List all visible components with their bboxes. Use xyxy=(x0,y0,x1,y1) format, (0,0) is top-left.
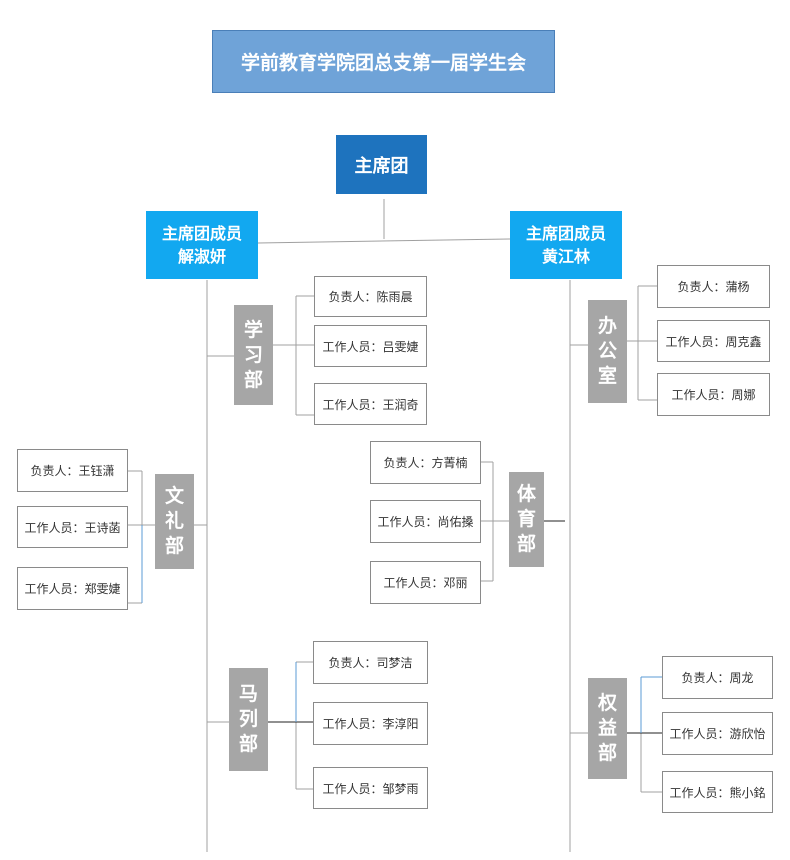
dept-char: 部 xyxy=(243,368,263,391)
dept-char: 马 xyxy=(238,683,258,705)
dept-char: 部 xyxy=(516,533,536,555)
person-box: 工作人员：邓丽 xyxy=(370,561,481,604)
person-box: 工作人员：周娜 xyxy=(657,373,770,416)
dept-char: 室 xyxy=(597,365,617,387)
person-box: 负责人：蒲杨 xyxy=(657,265,770,308)
person-box: 负责人：周龙 xyxy=(662,656,773,699)
person-box: 工作人员：熊小銘 xyxy=(662,771,773,813)
dept-study: 学 习 部 xyxy=(234,305,273,405)
person-box: 工作人员：尚佑搡 xyxy=(370,500,481,543)
person-box: 工作人员：李淳阳 xyxy=(313,702,428,745)
dept-char: 办 xyxy=(597,315,617,337)
member-box-left: 主席团成员 解淑妍 xyxy=(146,211,258,279)
dept-char: 部 xyxy=(238,733,258,755)
person-box: 工作人员：吕雯婕 xyxy=(314,325,427,367)
person-box: 工作人员：邹梦雨 xyxy=(313,767,428,809)
person-box: 工作人员：王润奇 xyxy=(314,383,427,425)
member-name: 解淑妍 xyxy=(177,247,226,266)
person-box: 负责人：方菁楠 xyxy=(370,441,481,484)
person-box: 工作人员：周克鑫 xyxy=(657,320,770,362)
member-name: 黄江林 xyxy=(541,247,590,266)
dept-char: 文 xyxy=(164,485,184,507)
dept-office: 办 公 室 xyxy=(588,300,627,403)
dept-char: 列 xyxy=(238,708,258,730)
org-title: 学前教育学院团总支第一届学生会 xyxy=(212,30,555,93)
dept-char: 学 xyxy=(243,318,263,341)
presidium-box: 主席团 xyxy=(336,135,427,194)
person-box: 负责人：陈雨晨 xyxy=(314,276,427,317)
dept-marxism: 马 列 部 xyxy=(229,668,268,771)
dept-char: 益 xyxy=(597,717,617,739)
dept-char: 育 xyxy=(516,508,536,530)
dept-sports: 体 育 部 xyxy=(509,472,544,567)
member-label: 主席团成员 xyxy=(525,224,606,243)
member-label: 主席团成员 xyxy=(161,224,242,243)
person-box: 工作人员：郑雯婕 xyxy=(17,567,128,610)
dept-char: 部 xyxy=(164,535,184,557)
dept-char: 体 xyxy=(516,483,536,505)
person-box: 负责人：司梦洁 xyxy=(313,641,428,684)
dept-char: 习 xyxy=(243,343,263,366)
dept-char: 部 xyxy=(597,742,617,764)
person-box: 负责人：王钰潇 xyxy=(17,449,128,492)
person-box: 工作人员：王诗菡 xyxy=(17,506,128,548)
dept-char: 礼 xyxy=(164,510,184,532)
person-box: 工作人员：游欣怡 xyxy=(662,712,773,755)
dept-rights: 权 益 部 xyxy=(588,678,627,779)
dept-char: 公 xyxy=(597,340,617,362)
member-box-right: 主席团成员 黄江林 xyxy=(510,211,622,279)
dept-etiquette: 文 礼 部 xyxy=(155,474,194,569)
dept-char: 权 xyxy=(597,692,617,714)
